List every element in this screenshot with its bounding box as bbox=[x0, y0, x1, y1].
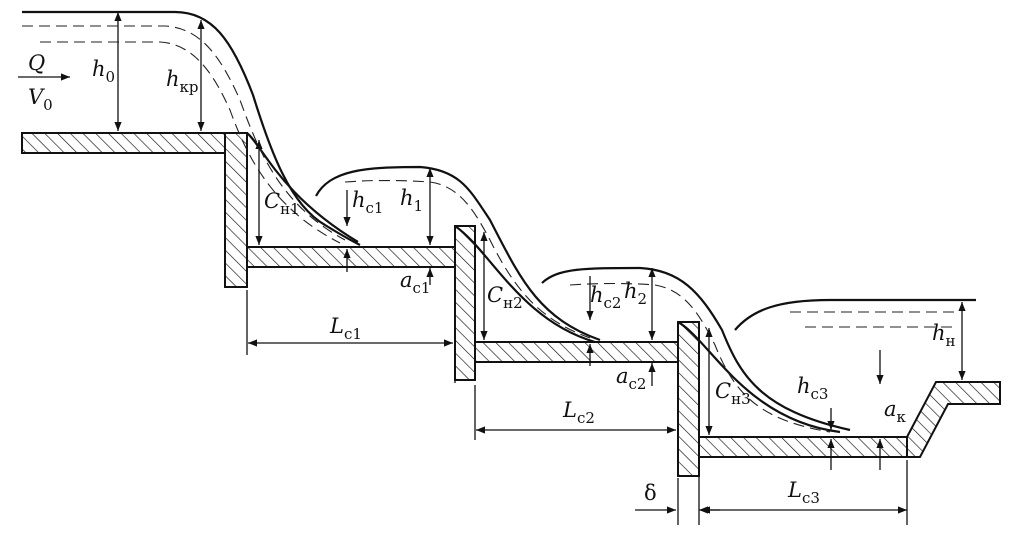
label-Q: Q bbox=[28, 51, 45, 75]
label-ac2: ac2 bbox=[616, 364, 646, 393]
label-h2: h2 bbox=[624, 279, 647, 308]
label-hc2: hc2 bbox=[590, 283, 621, 312]
label-Cn1: Cн1 bbox=[264, 189, 300, 218]
upstream-channel-floor bbox=[21, 132, 248, 154]
labels: Q V0 h0 hкр Cн1 hc1 h1 ac1 Lc1 Cн2 hc2 h… bbox=[28, 51, 956, 507]
label-h0: h0 bbox=[92, 57, 115, 86]
tailwater-surface bbox=[734, 298, 976, 331]
drop-wall-1 bbox=[224, 132, 248, 288]
lower-nappe-3 bbox=[677, 321, 841, 434]
upper-nappe-surface bbox=[22, 10, 361, 246]
lower-nappe-2 bbox=[454, 225, 596, 344]
wall-2 bbox=[454, 225, 476, 381]
structure bbox=[21, 132, 1001, 477]
label-Lc2: Lc2 bbox=[562, 398, 595, 427]
water-flow bbox=[22, 10, 976, 434]
label-Cn3: Cн3 bbox=[715, 379, 751, 408]
label-hn: hн bbox=[932, 321, 956, 350]
dimension-lines bbox=[18, 12, 966, 525]
label-Cn2: Cн2 bbox=[487, 283, 523, 312]
label-V0: V0 bbox=[28, 85, 53, 114]
dashed-flow-lines bbox=[22, 25, 960, 433]
label-ac1: ac1 bbox=[400, 268, 430, 297]
label-h1: h1 bbox=[400, 186, 423, 215]
label-Lc3: Lc3 bbox=[787, 478, 820, 507]
well-1-floor bbox=[246, 246, 458, 268]
label-hc3: hc3 bbox=[797, 374, 828, 403]
label-hc1: hc1 bbox=[352, 188, 383, 217]
lower-nappe-1 bbox=[246, 132, 359, 243]
well-3-floor bbox=[698, 436, 908, 458]
label-Lc1: Lc1 bbox=[329, 314, 362, 343]
wall-3 bbox=[677, 321, 700, 477]
downstream-slope bbox=[906, 381, 1001, 458]
nappe-3-surface bbox=[541, 266, 851, 432]
well-2-floor bbox=[474, 341, 681, 363]
label-delta: δ bbox=[644, 481, 657, 505]
label-hkr: hкр bbox=[166, 67, 199, 96]
label-ak: aк bbox=[884, 397, 907, 426]
nappe-2-surface bbox=[315, 165, 601, 342]
